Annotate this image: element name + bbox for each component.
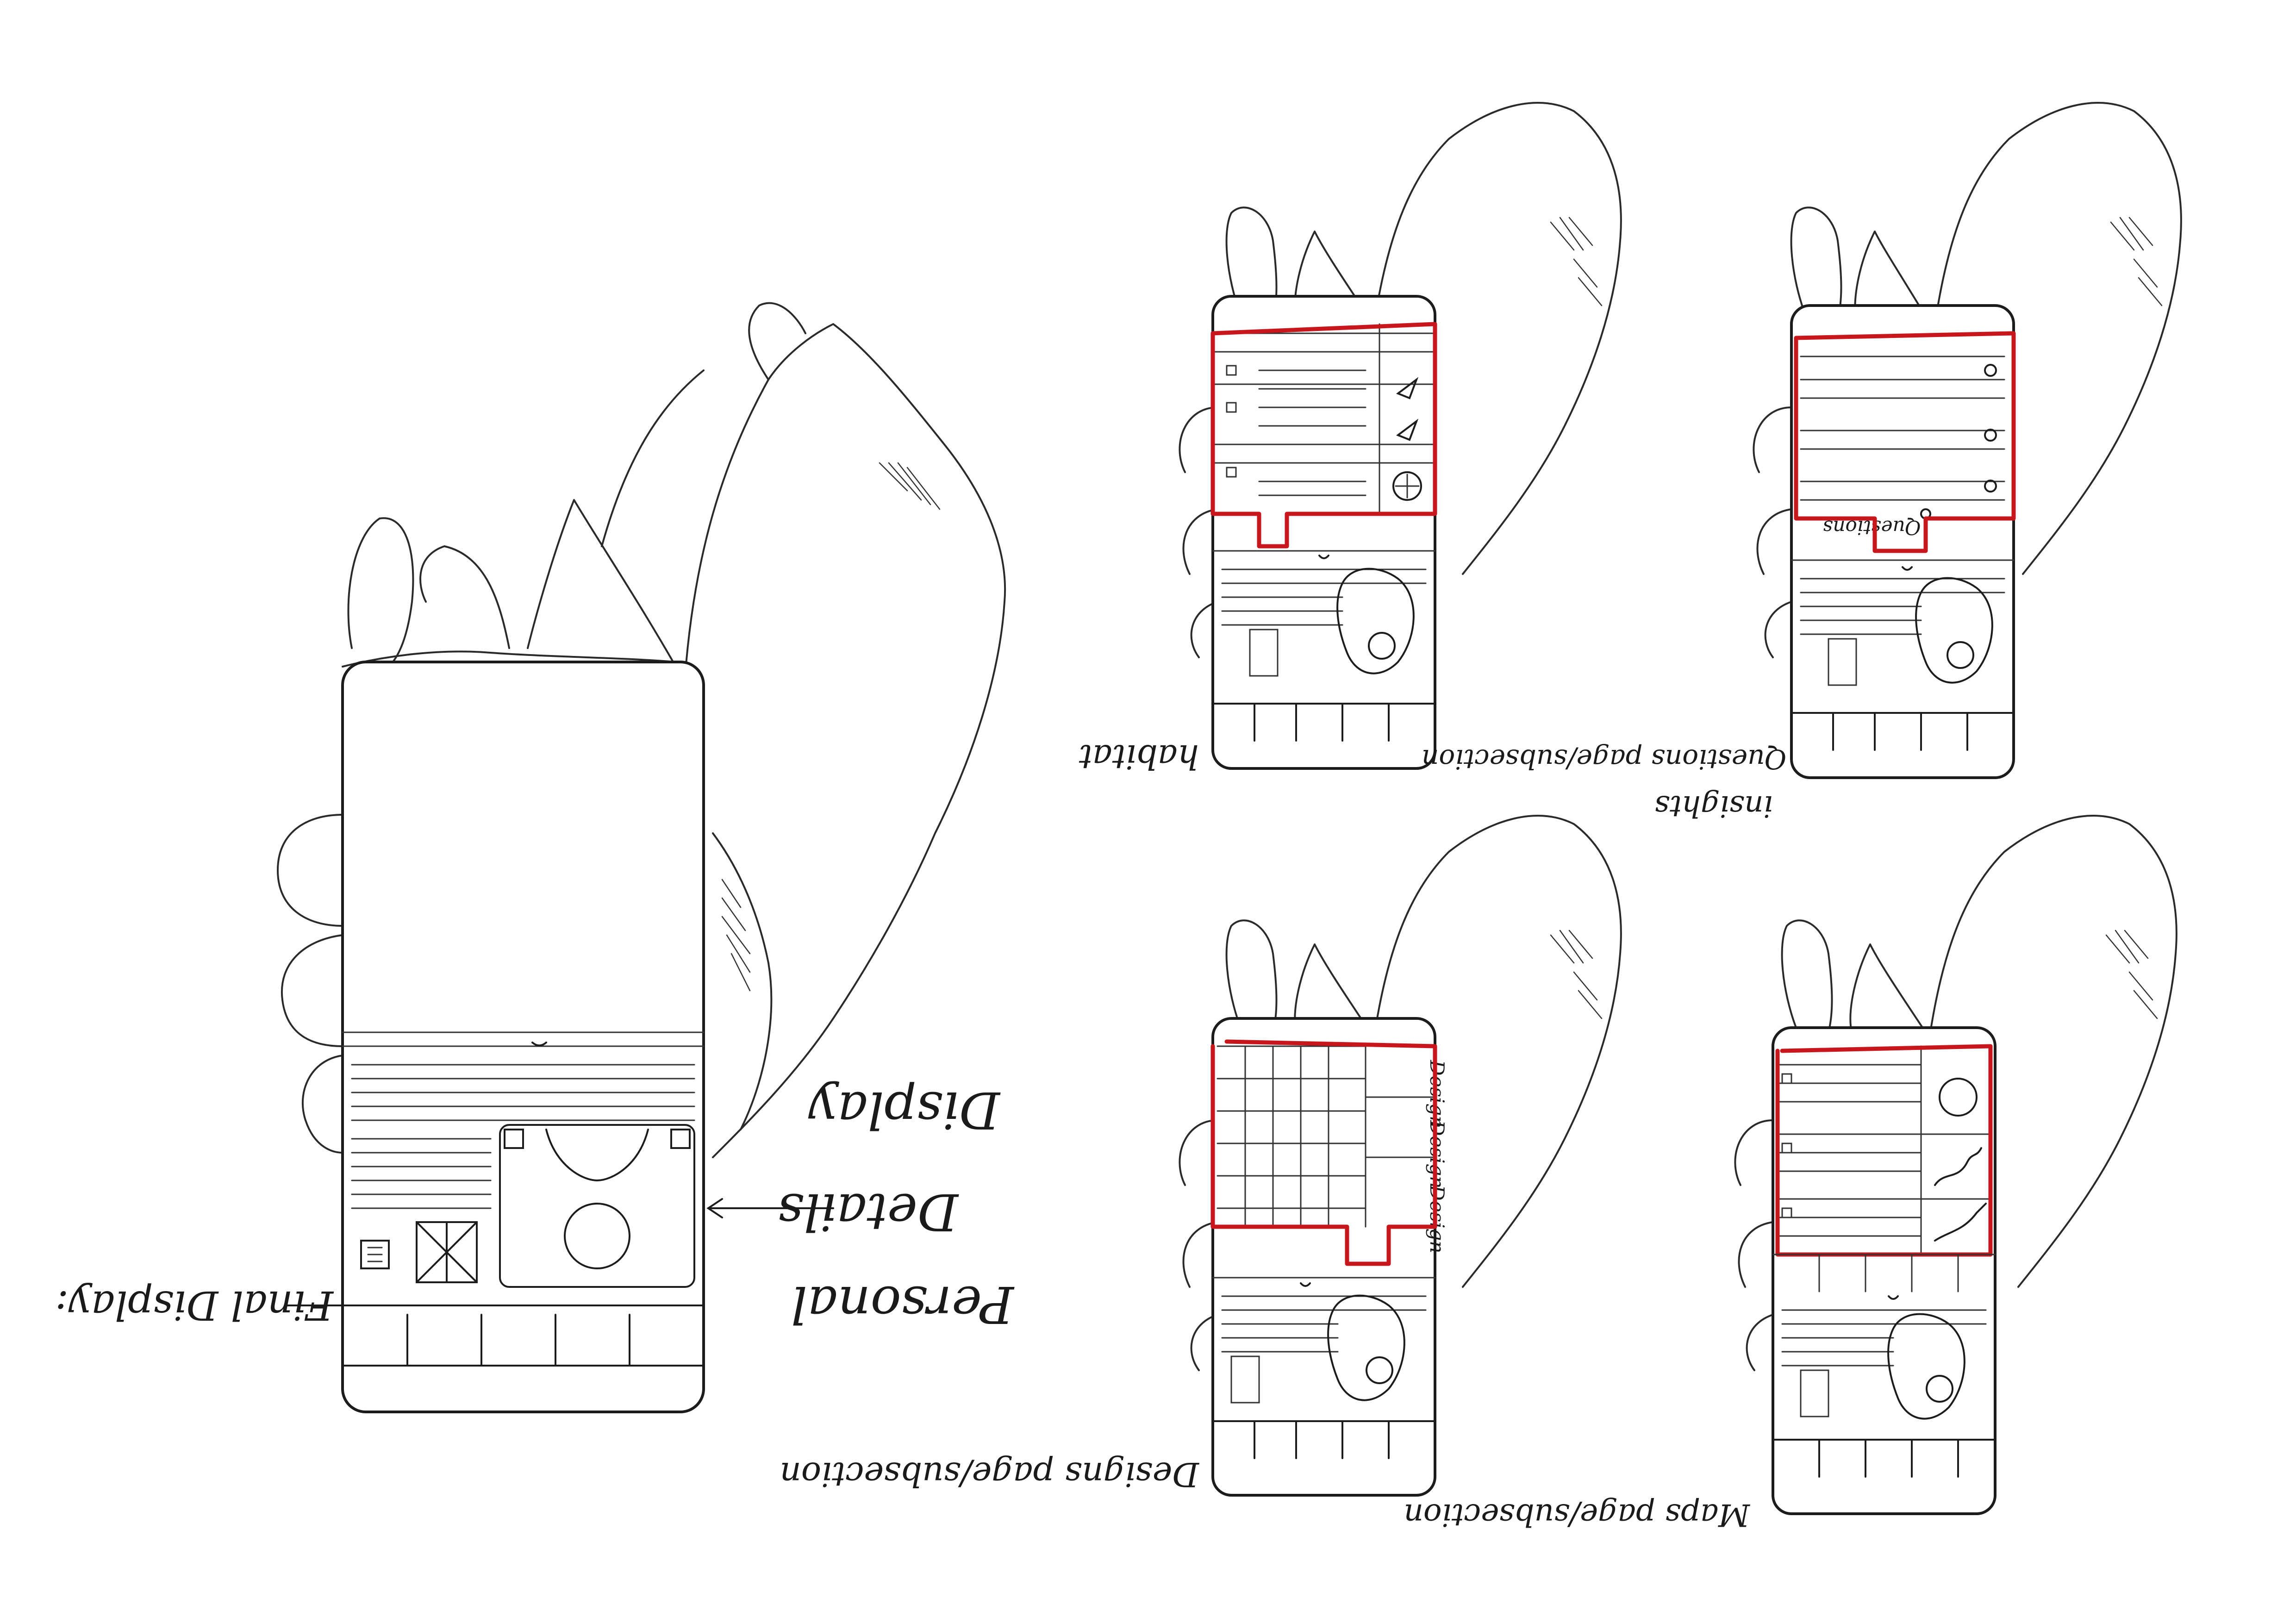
note-insights: insights bbox=[1654, 789, 1773, 823]
phone-frame-maps bbox=[1773, 1028, 1995, 1514]
note-final-display: Final Display: bbox=[55, 1282, 334, 1328]
note-personal-line2: Details bbox=[778, 1182, 959, 1242]
note-maps-page: Maps page/subsection bbox=[1404, 1497, 1750, 1533]
phone-frame-questions bbox=[1791, 306, 2014, 778]
final-display-sketch bbox=[278, 303, 1005, 1412]
designs-sketch: Design Design Design bbox=[1179, 816, 1621, 1495]
phone-frame-designs bbox=[1213, 1018, 1435, 1495]
note-habitat: habitat bbox=[1079, 737, 1199, 776]
phone-frame-final bbox=[343, 662, 704, 1412]
note-personal-line1: Personal bbox=[791, 1275, 1015, 1334]
phone-frame-habitat bbox=[1213, 296, 1435, 768]
habitat-sketch bbox=[1179, 103, 1621, 768]
maps-sketch bbox=[1735, 816, 2176, 1514]
note-designs-page: Designs page/subsection bbox=[780, 1455, 1200, 1494]
questions-sketch: Questions bbox=[1753, 103, 2181, 778]
note-questions-page: Questions page/subsection bbox=[1422, 743, 1787, 775]
note-personal-line3: Display bbox=[808, 1080, 1001, 1140]
annotations: Final Display: Personal Details Display … bbox=[55, 737, 1787, 1533]
